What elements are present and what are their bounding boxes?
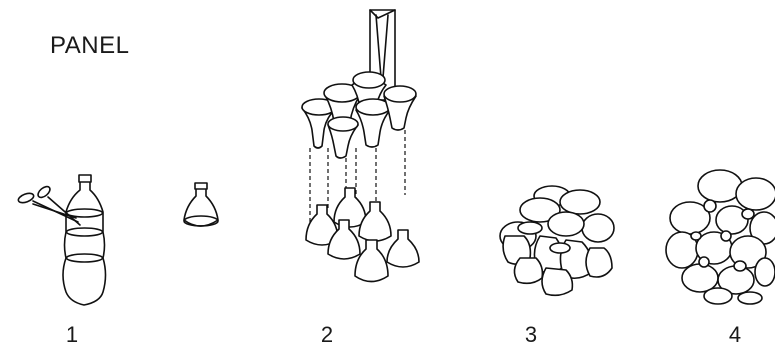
- lower-pieces: [306, 188, 419, 282]
- step-3-cluster: [500, 186, 614, 295]
- cut-bottle-top: [184, 183, 218, 226]
- upper-pieces: [302, 72, 416, 158]
- bottle-cap: [79, 175, 91, 182]
- step-1-bottle-scissors: [17, 175, 105, 305]
- step-number-1: 1: [66, 322, 78, 348]
- bottle-outline: [63, 180, 106, 305]
- step-number-4: 4: [729, 322, 741, 348]
- step-4-cluster: [666, 170, 775, 304]
- step-number-3: 3: [525, 322, 537, 348]
- step-2-assembly: [302, 10, 419, 282]
- step-number-2: 2: [321, 322, 333, 348]
